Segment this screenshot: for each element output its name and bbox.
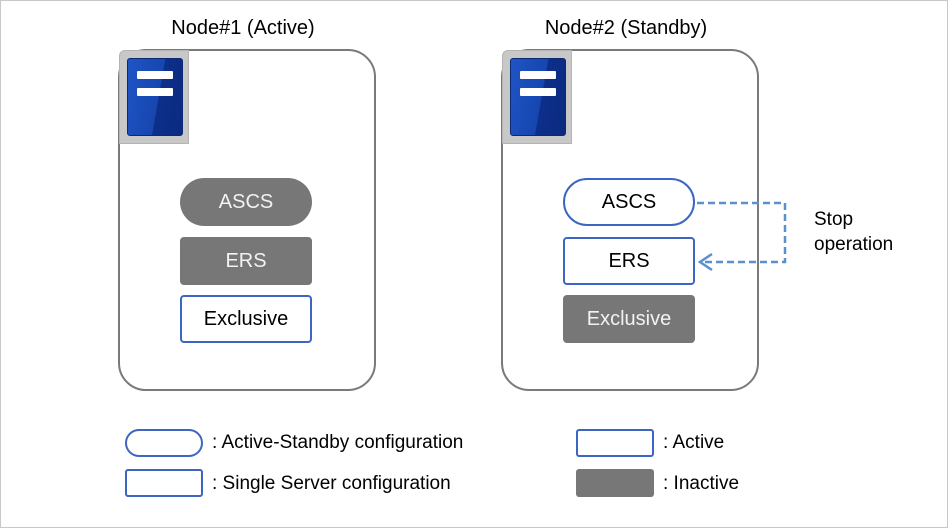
server-bar xyxy=(520,88,556,96)
legend-label-active: : Active xyxy=(663,432,725,453)
node1-exclusive: Exclusive xyxy=(180,295,312,343)
legend-swatch-active-standby xyxy=(125,429,203,457)
legend-swatch-inactive xyxy=(576,469,654,497)
node1-ascs: ASCS xyxy=(180,178,312,226)
node2-exclusive: Exclusive xyxy=(563,295,695,343)
node2-ascs: ASCS xyxy=(563,178,695,226)
node1-title: Node#1 (Active) xyxy=(171,17,315,39)
stop-operation-line2: operation xyxy=(814,234,894,255)
stop-operation-line1: Stop xyxy=(814,209,854,230)
legend-label-inactive: : Inactive xyxy=(663,473,740,494)
server-body xyxy=(127,58,183,136)
server-bar xyxy=(137,88,173,96)
arrow-head-icon xyxy=(697,252,713,272)
server-icon xyxy=(502,50,572,144)
node2-title: Node#2 (Standby) xyxy=(544,17,708,39)
server-body xyxy=(510,58,566,136)
node2-ers: ERS xyxy=(563,237,695,285)
legend-label-active-standby: : Active-Standby configuration xyxy=(212,432,464,453)
server-bar xyxy=(520,71,556,79)
stop-operation-label: Stop operation xyxy=(814,207,893,257)
server-icon xyxy=(119,50,189,144)
legend-swatch-single-server xyxy=(125,469,203,497)
server-bar xyxy=(137,71,173,79)
arrow-path xyxy=(697,201,787,264)
legend-swatch-active xyxy=(576,429,654,457)
node1-ers: ERS xyxy=(180,237,312,285)
legend-label-single-server: : Single Server configuration xyxy=(212,473,451,494)
